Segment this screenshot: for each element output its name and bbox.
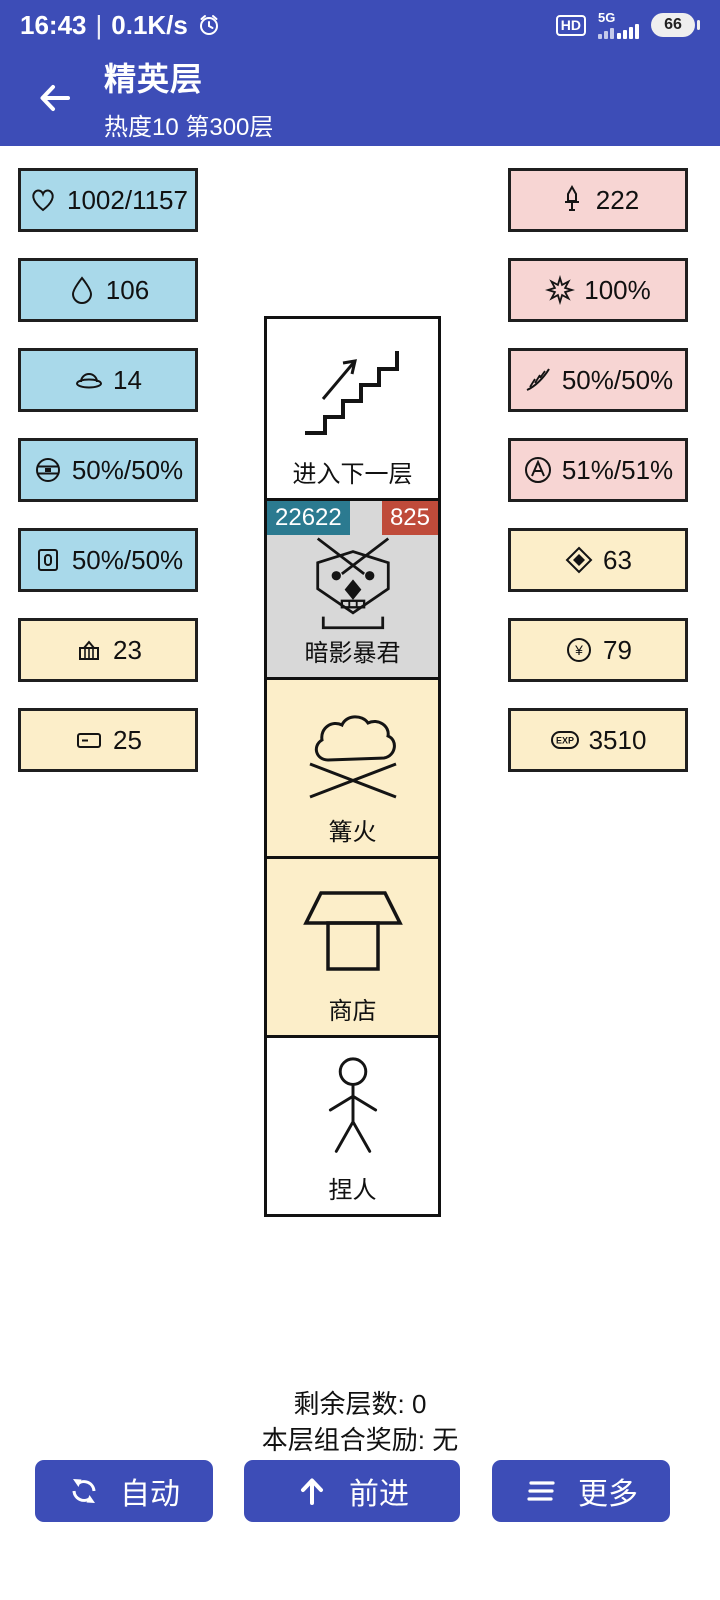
cell-label: 篝火 <box>328 819 377 846</box>
shield-orb-icon <box>35 458 60 482</box>
gem-icon <box>565 546 593 574</box>
exp-icon: EXP <box>550 731 579 749</box>
sword-icon <box>564 185 579 211</box>
card-icon <box>77 733 102 748</box>
battery-percent: 66 <box>664 16 682 33</box>
coin-icon: ¥ <box>567 638 592 662</box>
stat-gems: 63 <box>508 528 688 592</box>
auto-button[interactable]: 自动 <box>35 1460 213 1522</box>
stat-card: 25 <box>18 708 198 772</box>
burst-icon <box>545 275 576 305</box>
hd-badge: HD <box>555 14 586 36</box>
stairs-up-icon <box>267 325 438 460</box>
stat-value: 3510 <box>588 724 647 755</box>
forward-button-label: 前进 <box>349 1478 409 1511</box>
campfire-icon <box>267 686 438 818</box>
cell-character[interactable]: 捏人 <box>267 1035 438 1214</box>
combo-reward-text: 本层组合奖励: 无 <box>261 1425 459 1455</box>
cell-label: 捏人 <box>328 1177 377 1204</box>
svg-text:EXP: EXP <box>556 736 574 746</box>
stat-value: 106 <box>105 274 150 305</box>
stat-crit: 50%/50% <box>508 348 688 412</box>
forward-button[interactable]: 前进 <box>244 1460 460 1522</box>
stat-value: 51%/51% <box>561 454 674 485</box>
status-right: HD 5G 66 <box>555 9 700 39</box>
stat-exp: EXP 3510 <box>508 708 688 772</box>
battery-nub <box>697 20 700 30</box>
stat-value: 79 <box>603 634 632 665</box>
battery-icon: 66 <box>651 13 700 37</box>
stat-armor: 50%/50% <box>18 528 198 592</box>
signal-icon: 5G <box>598 9 639 39</box>
gift-icon <box>79 640 100 660</box>
monster-icon <box>267 531 438 639</box>
stat-coins: ¥ 79 <box>508 618 688 682</box>
cell-label: 暗影暴君 <box>304 640 401 667</box>
stat-gift: 23 <box>18 618 198 682</box>
stat-value: 1002/1157 <box>67 184 188 215</box>
signal-bars-sim2-icon <box>617 23 639 39</box>
stat-value: 100% <box>584 274 651 305</box>
armor-icon <box>37 549 58 571</box>
status-left: 16:43 | 0.1K/s <box>20 10 221 41</box>
svg-text:¥: ¥ <box>574 642 583 658</box>
stat-hat: 14 <box>18 348 198 412</box>
remaining-floors-text: 剩余层数: 0 <box>293 1389 427 1419</box>
stat-accuracy: 51%/51% <box>508 438 688 502</box>
cell-shop[interactable]: 商店 <box>267 856 438 1035</box>
stat-value: 63 <box>603 544 632 575</box>
stat-value: 14 <box>113 364 142 395</box>
stat-value: 50%/50% <box>71 544 184 575</box>
status-bar: 16:43 | 0.1K/s HD 5G 66 <box>0 0 720 50</box>
page-subtitle: 热度10 第300层 <box>104 114 274 141</box>
up-arrow-icon <box>301 1478 323 1505</box>
stat-hp: 1002/1157 <box>18 168 198 232</box>
cell-next-floor[interactable]: 进入下一层 <box>267 319 438 498</box>
cell-label: 进入下一层 <box>292 461 413 488</box>
floor-summary: 剩余层数: 0 本层组合奖励: 无 <box>0 1386 720 1458</box>
stat-water: 106 <box>18 258 198 322</box>
auto-button-label: 自动 <box>120 1478 180 1511</box>
net-speed-text: 0.1K/s <box>111 9 188 40</box>
refresh-icon <box>72 1479 96 1503</box>
page-title: 精英层 <box>104 61 204 97</box>
heart-icon <box>32 189 54 212</box>
stat-value: 23 <box>113 634 142 665</box>
monster-hp-badge: 22622 <box>267 501 350 535</box>
hat-icon <box>76 373 103 389</box>
stat-shield: 50%/50% <box>18 438 198 502</box>
cell-label: 商店 <box>328 998 377 1025</box>
stat-value: 25 <box>113 724 142 755</box>
water-drop-icon <box>71 276 92 304</box>
back-arrow-icon[interactable] <box>36 79 74 117</box>
signal-bars-sim1-icon <box>598 27 614 39</box>
app-header: 精英层 热度10 第300层 <box>0 50 720 146</box>
cell-campfire[interactable]: 篝火 <box>267 677 438 856</box>
shop-icon <box>267 865 438 997</box>
circle-a-icon <box>524 457 551 483</box>
person-icon <box>267 1044 438 1176</box>
stat-value: 50%/50% <box>71 454 184 485</box>
monster-attack-badge: 825 <box>381 501 438 535</box>
stat-attack: 222 <box>508 168 688 232</box>
floor-column: 进入下一层 22622 825 暗影暴君 <box>264 316 441 1217</box>
stat-value: 222 <box>595 184 640 215</box>
stat-burst: 100% <box>508 258 688 322</box>
alarm-clock-icon <box>199 15 218 35</box>
status-separator: | <box>95 9 103 40</box>
header-titles: 精英层 热度10 第300层 <box>104 54 273 142</box>
network-type-label: 5G <box>598 9 616 25</box>
menu-icon <box>527 1481 555 1501</box>
crit-icon <box>526 368 550 391</box>
clock-text: 16:43 <box>20 9 87 40</box>
more-button[interactable]: 更多 <box>492 1460 670 1522</box>
stat-value: 50%/50% <box>561 364 674 395</box>
more-button-label: 更多 <box>578 1478 638 1511</box>
cell-monster[interactable]: 22622 825 暗影暴君 <box>267 498 438 677</box>
